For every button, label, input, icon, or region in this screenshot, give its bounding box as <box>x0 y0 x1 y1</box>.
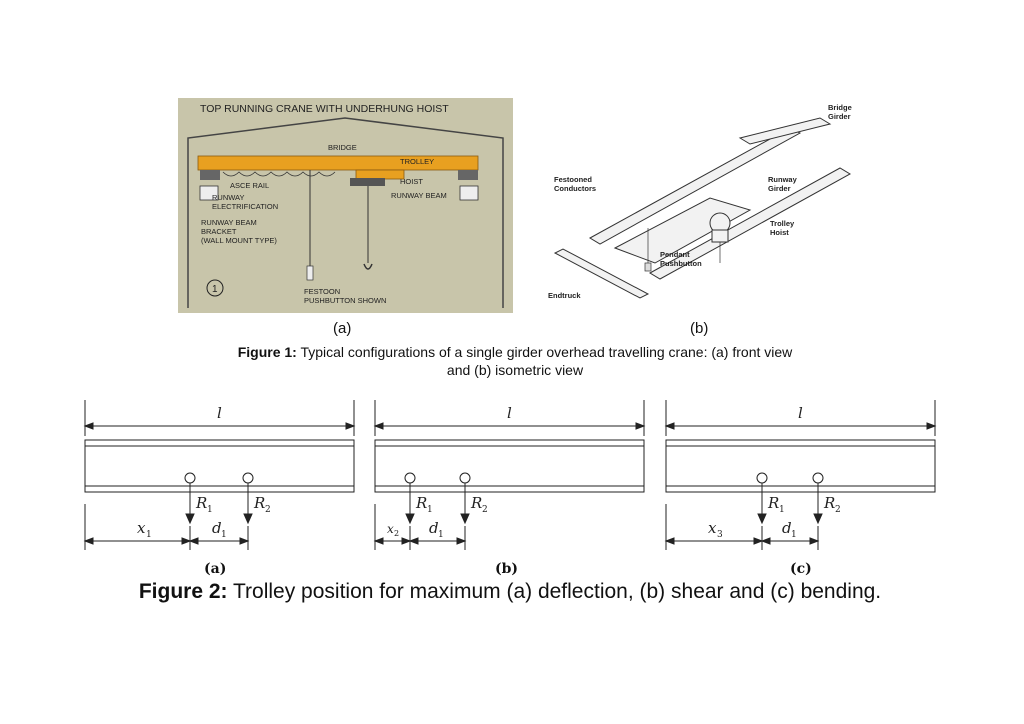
runway-girder-label-1: Runway <box>768 175 798 184</box>
bracket-label-3: (WALL MOUNT TYPE) <box>201 236 277 245</box>
hoist-label: HOIST <box>400 177 423 186</box>
bridge-girder-label-1: Bridge <box>828 103 852 112</box>
figure2-caption: Figure 2: Trolley position for maximum (… <box>60 580 960 604</box>
bridge-beam <box>197 155 479 171</box>
r2-sub-c: 2 <box>835 505 841 515</box>
x-label-a: x <box>137 519 146 537</box>
r1-sub-b: 1 <box>427 505 433 515</box>
span-label-c: l <box>798 404 803 422</box>
asce-rail-label: ASCE RAIL <box>230 181 269 190</box>
festoon-label-2: PUSHBUTTON SHOWN <box>304 296 386 305</box>
r1-label-c: R <box>767 494 779 512</box>
runway-beam-label: RUNWAY BEAM <box>391 191 447 200</box>
figure2-sublabel-b: (b) <box>495 561 519 577</box>
figure1-sublabel-a: (a) <box>333 320 352 337</box>
pendant-label-2: Pushbutton <box>660 259 702 268</box>
runway-girder-label-2: Girder <box>768 184 791 193</box>
figure1-caption-label: Figure 1: <box>237 344 297 360</box>
r2-label-a: R <box>253 494 265 512</box>
figure1-caption-line2: and (b) isometric view <box>446 362 584 378</box>
figure2-sublabel-a: (a) <box>204 561 227 577</box>
panel-a-title: TOP RUNNING CRANE WITH UNDERHUNG HOIST <box>200 103 449 115</box>
festooned-label-1: Festooned <box>554 175 592 184</box>
figure1-caption-line1: Typical configurations of a single girde… <box>296 344 793 360</box>
x-label-b: x <box>387 522 394 536</box>
bracket-label-2: BRACKET <box>201 227 237 236</box>
figure1-panel-b-illustration: Bridge Girder Festooned Conductors Runwa… <box>548 103 852 300</box>
r2-sub-a: 2 <box>265 505 271 515</box>
span-label-a: l <box>217 404 222 422</box>
x-label-c: x <box>708 519 717 537</box>
figure2-sublabel-c: (c) <box>790 561 812 577</box>
x-sub-a: 1 <box>146 530 152 540</box>
x-sub-c: 3 <box>717 530 723 540</box>
span-label-b: l <box>507 404 512 422</box>
panel-number: 1 <box>212 284 218 295</box>
bridge-label: BRIDGE <box>328 143 357 152</box>
r1-label-a: R <box>195 494 207 512</box>
figure2-caption-label: Figure 2: <box>138 580 228 603</box>
bridge-girder-label-2: Girder <box>828 112 851 121</box>
figure2-panel-a: l R 1 R 2 x 1 d 1 <box>83 400 356 550</box>
trolley-hoist-label-2: Hoist <box>770 228 789 237</box>
x-sub-b: 2 <box>394 529 399 538</box>
d-label-a: d <box>212 519 222 537</box>
r1-sub-a: 1 <box>207 505 213 515</box>
d-sub-b: 1 <box>438 530 444 540</box>
r1-sub-c: 1 <box>779 505 785 515</box>
figure1-sublabel-b: (b) <box>690 320 709 337</box>
electrification-label: ELECTRIFICATION <box>212 202 278 211</box>
figure2-panel-c: l R 1 R 2 x 3 d 1 <box>664 400 937 550</box>
r2-label-c: R <box>823 494 835 512</box>
pendant-label-1: Pendant <box>660 250 690 259</box>
figure1-caption: Figure 1: Typical configurations of a si… <box>150 343 880 379</box>
figure2-caption-text: Trolley position for maximum (a) deflect… <box>227 580 882 603</box>
d-sub-c: 1 <box>791 530 797 540</box>
r2-sub-b: 2 <box>482 505 488 515</box>
bracket-label-1: RUNWAY BEAM <box>201 218 257 227</box>
d-sub-a: 1 <box>221 530 227 540</box>
festoon-label-1: FESTOON <box>304 287 340 296</box>
r2-label-b: R <box>470 494 482 512</box>
figure1-panel-a-illustration: TOP RUNNING CRANE WITH UNDERHUNG HOIST B… <box>178 98 513 313</box>
trolley-label: TROLLEY <box>400 157 434 166</box>
festooned-label-2: Conductors <box>554 184 596 193</box>
runway-label: RUNWAY <box>212 193 245 202</box>
figure2-panel-b: l R 1 R 2 x 2 d 1 <box>373 400 646 550</box>
d-label-c: d <box>782 519 792 537</box>
endtruck-label: Endtruck <box>548 291 581 300</box>
d-label-b: d <box>429 519 439 537</box>
r1-label-b: R <box>415 494 427 512</box>
trolley-hoist-label-1: Trolley <box>770 219 795 228</box>
